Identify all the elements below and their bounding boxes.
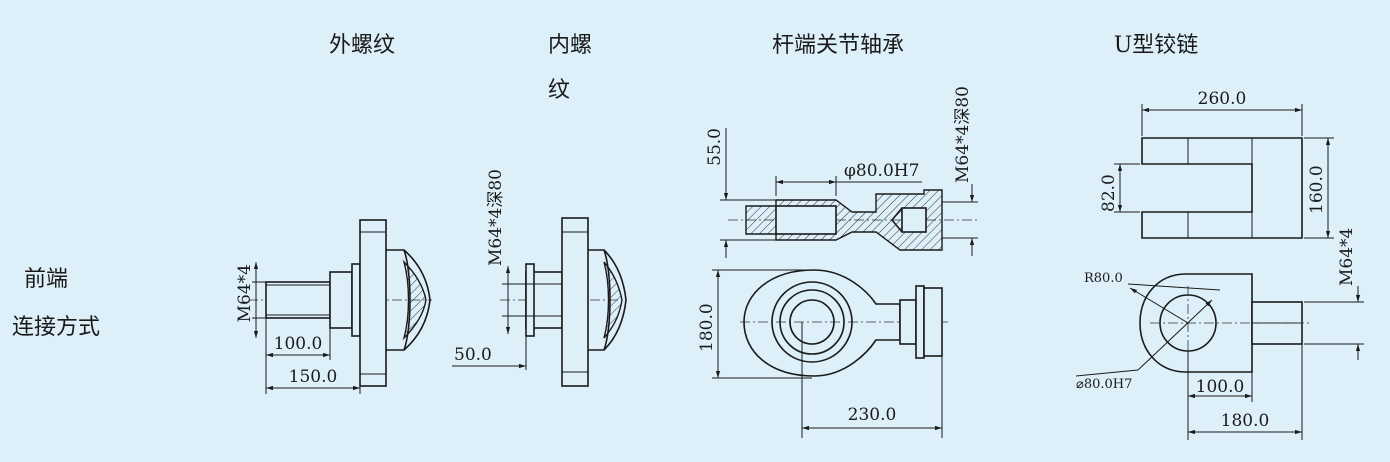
rod-end-offset: 55.0: [705, 128, 725, 166]
ext-thread-size: M64*4: [235, 264, 255, 322]
clevis-radius: R80.0: [1084, 271, 1123, 286]
int-thread-size: M64*4深80: [486, 169, 506, 266]
clevis-pin-offset: 100.0: [1196, 377, 1245, 397]
header-internal-thread-1: 内螺: [548, 33, 592, 58]
side-label-line1: 前端: [24, 267, 68, 292]
clevis-length: 180.0: [1221, 411, 1270, 431]
clevis-slot: 82.0: [1099, 174, 1119, 212]
int-thread-depth: 50.0: [454, 345, 492, 365]
rod-end-thread: M64*4深80: [953, 86, 973, 183]
header-rod-end-bearing: 杆端关节轴承: [772, 33, 904, 58]
clevis-width: 260.0: [1198, 89, 1247, 109]
header-external-thread: 外螺纹: [329, 33, 395, 58]
clevis-bore: ⌀80.0H7: [1076, 377, 1132, 392]
clevis-thread: M64*4: [1337, 228, 1357, 286]
ext-thread-length: 100.0: [274, 334, 323, 354]
header-internal-thread-2: 纹: [548, 78, 570, 103]
rod-end-height: 180.0: [697, 303, 717, 352]
header-u-clevis: U型铰链: [1114, 33, 1199, 58]
internal-thread-drawing: M64*4深80 50.0: [452, 169, 627, 387]
rod-end-bearing-drawing: 55.0 φ80.0H7 M64*4深80 180.0 230.0: [697, 86, 980, 438]
rod-end-length: 230.0: [848, 405, 897, 425]
ext-total-length: 150.0: [289, 367, 338, 387]
external-thread-drawing: M64*4 100.0 150.0: [235, 219, 432, 394]
clevis-height: 160.0: [1307, 165, 1327, 214]
u-clevis-drawing: 260.0 82.0 160.0 R80.0 ⌀80.0H7 M64*4: [1075, 89, 1364, 440]
rod-end-bore: φ80.0H7: [844, 161, 919, 181]
side-label-line2: 连接方式: [12, 315, 100, 340]
